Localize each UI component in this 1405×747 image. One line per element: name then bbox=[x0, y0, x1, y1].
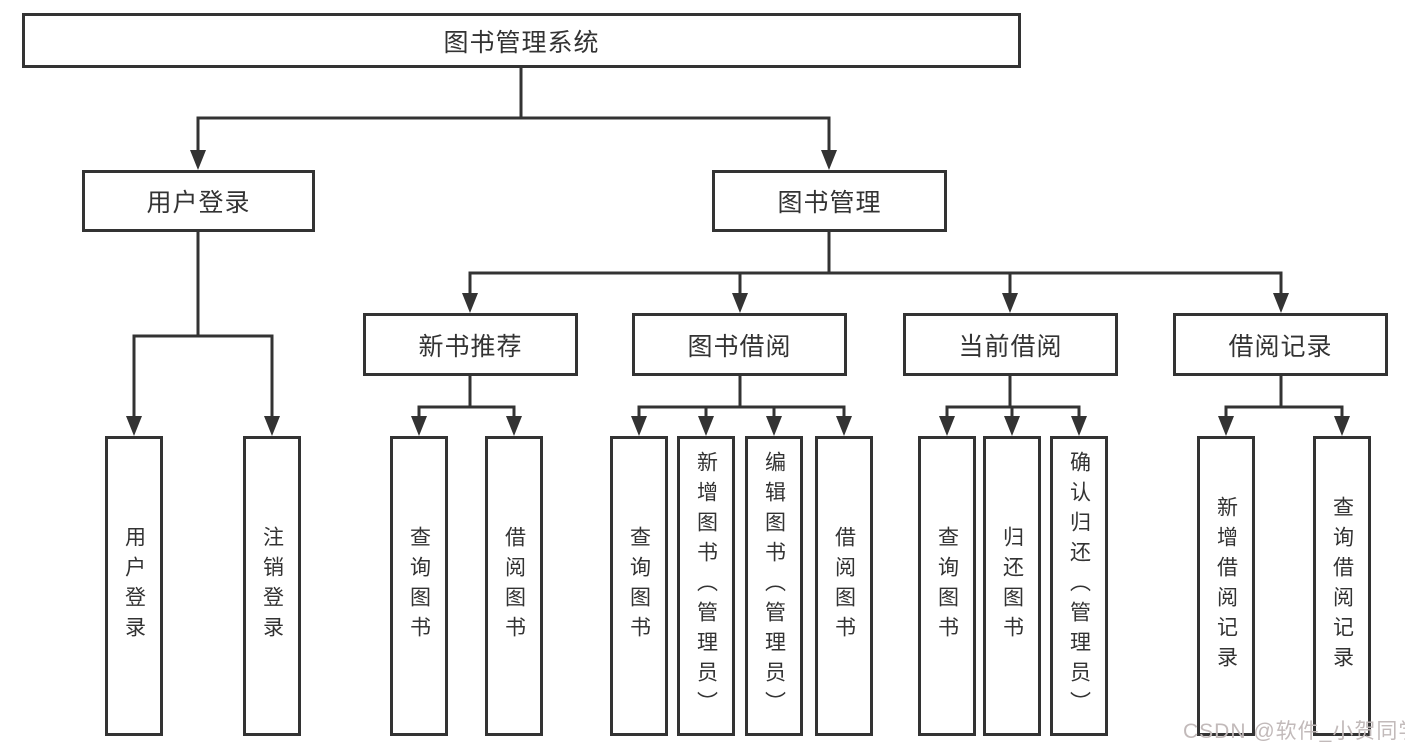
node-borrow-records-label: 借阅记录 bbox=[1228, 332, 1333, 361]
leaf-logout-label: 注销登录 bbox=[260, 526, 284, 646]
leaf-borrow-borrow-label: 借阅图书 bbox=[832, 526, 856, 646]
arrow-down-icon bbox=[836, 416, 852, 436]
node-book-mgmt-label: 图书管理 bbox=[777, 189, 882, 217]
node-book-mgmt: 图书管理 bbox=[712, 170, 947, 232]
leaf-current-confirm-return: 确认归还（管理员） bbox=[1050, 436, 1108, 736]
leaf-records-add: 新增借阅记录 bbox=[1197, 436, 1255, 736]
arrow-down-icon bbox=[190, 150, 206, 170]
leaf-current-return: 归还图书 bbox=[983, 436, 1041, 736]
arrow-down-icon bbox=[1218, 416, 1234, 436]
arrow-down-icon bbox=[1334, 416, 1350, 436]
connector-currentborrow-children bbox=[945, 405, 1081, 418]
leaf-records-add-label: 新增借阅记录 bbox=[1214, 496, 1238, 676]
node-book-borrow-label: 图书借阅 bbox=[687, 332, 792, 361]
connector-bookborrow-children bbox=[637, 405, 846, 418]
leaf-records-query-label: 查询借阅记录 bbox=[1330, 496, 1354, 676]
node-root: 图书管理系统 bbox=[22, 13, 1021, 68]
leaf-user-login: 用户登录 bbox=[105, 436, 163, 736]
connector-level3-branch bbox=[468, 271, 1283, 295]
arrow-down-icon bbox=[939, 416, 955, 436]
node-book-borrow: 图书借阅 bbox=[632, 313, 847, 376]
leaf-borrow-add: 新增图书（管理员） bbox=[677, 436, 735, 736]
arrow-down-icon bbox=[1273, 293, 1289, 313]
leaf-newbooks-query-label: 查询图书 bbox=[407, 526, 431, 646]
node-user-login: 用户登录 bbox=[82, 170, 315, 232]
leaf-borrow-borrow: 借阅图书 bbox=[815, 436, 873, 736]
leaf-current-confirm-return-label: 确认归还（管理员） bbox=[1067, 451, 1091, 721]
arrow-down-icon bbox=[411, 416, 427, 436]
leaf-current-query: 查询图书 bbox=[918, 436, 976, 736]
node-current-borrow-label: 当前借阅 bbox=[958, 332, 1063, 361]
arrow-down-icon bbox=[766, 416, 782, 436]
arrow-down-icon bbox=[1071, 416, 1087, 436]
leaf-newbooks-borrow-label: 借阅图书 bbox=[502, 526, 526, 646]
leaf-logout: 注销登录 bbox=[243, 436, 301, 736]
node-user-login-label: 用户登录 bbox=[146, 189, 251, 217]
leaf-borrow-query: 查询图书 bbox=[610, 436, 668, 736]
leaf-borrow-add-label: 新增图书（管理员） bbox=[694, 451, 718, 721]
leaf-newbooks-query: 查询图书 bbox=[390, 436, 448, 736]
connector-borrowrecords-children bbox=[1224, 405, 1344, 418]
connector-newbooks-children bbox=[417, 405, 516, 418]
arrow-down-icon bbox=[1004, 416, 1020, 436]
watermark: CSDN @软件_小贺同学 bbox=[1183, 720, 1405, 743]
node-root-label: 图书管理系统 bbox=[443, 28, 600, 57]
arrow-down-icon bbox=[462, 293, 478, 313]
arrow-down-icon bbox=[506, 416, 522, 436]
leaf-newbooks-borrow: 借阅图书 bbox=[485, 436, 543, 736]
node-borrow-records: 借阅记录 bbox=[1173, 313, 1388, 376]
leaf-current-query-label: 查询图书 bbox=[935, 526, 959, 646]
arrow-down-icon bbox=[698, 416, 714, 436]
arrow-down-icon bbox=[631, 416, 647, 436]
node-new-books: 新书推荐 bbox=[363, 313, 578, 376]
node-current-borrow: 当前借阅 bbox=[903, 313, 1118, 376]
arrow-down-icon bbox=[126, 416, 142, 436]
connector-level2-branch bbox=[196, 116, 831, 152]
arrow-down-icon bbox=[821, 150, 837, 170]
leaf-user-login-label: 用户登录 bbox=[122, 526, 146, 646]
arrow-down-icon bbox=[264, 416, 280, 436]
connector-userlogin-children bbox=[132, 334, 274, 418]
leaf-borrow-edit: 编辑图书（管理员） bbox=[745, 436, 803, 736]
leaf-borrow-edit-label: 编辑图书（管理员） bbox=[762, 451, 786, 721]
leaf-current-return-label: 归还图书 bbox=[1000, 526, 1024, 646]
arrow-down-icon bbox=[732, 293, 748, 313]
arrow-down-icon bbox=[1002, 293, 1018, 313]
node-new-books-label: 新书推荐 bbox=[418, 332, 523, 361]
leaf-records-query: 查询借阅记录 bbox=[1313, 436, 1371, 736]
leaf-borrow-query-label: 查询图书 bbox=[627, 526, 651, 646]
